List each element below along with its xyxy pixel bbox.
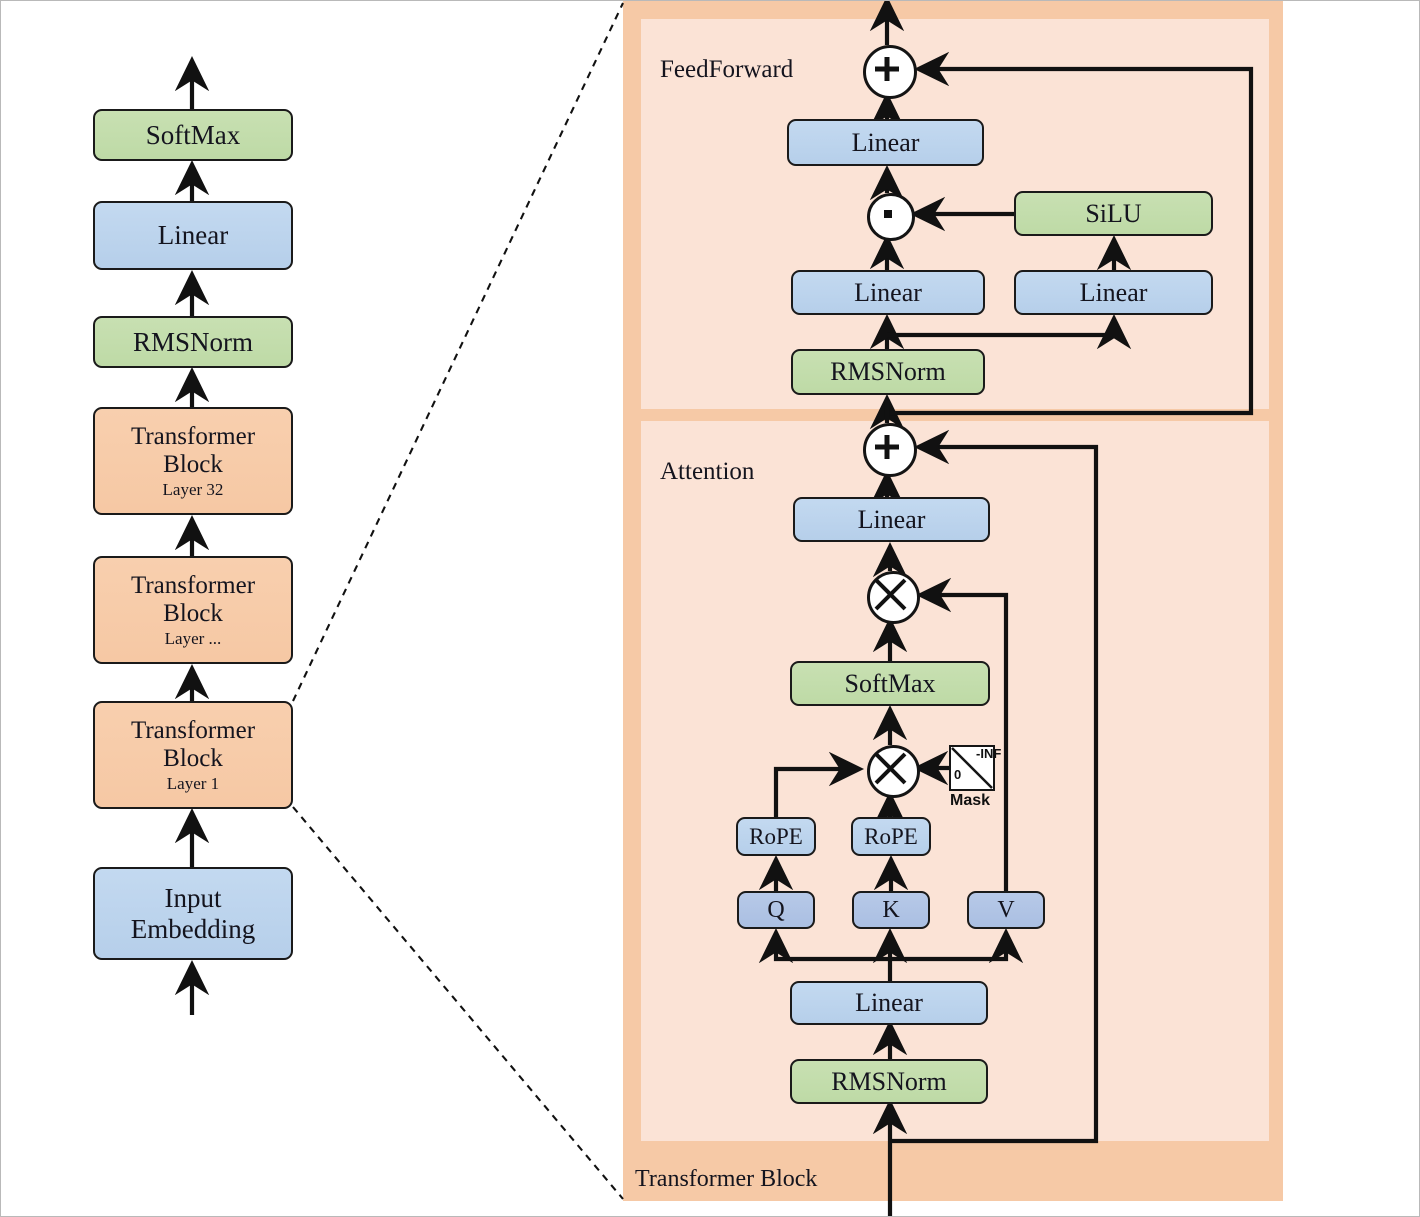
- node-label: SiLU: [1085, 198, 1142, 228]
- transformer-block-container-label: Transformer Block: [635, 1166, 818, 1192]
- stack-node-softmax: SoftMax: [93, 109, 293, 161]
- stack-node-block-1: Transformer Block Layer 1: [93, 701, 293, 809]
- stack-node-rmsnorm-final: RMSNorm: [93, 316, 293, 368]
- attn-rmsnorm: RMSNorm: [790, 1059, 988, 1104]
- node-label: Transformer Block: [130, 716, 256, 772]
- node-label: Q: [767, 896, 785, 923]
- proj-q: Q: [737, 891, 815, 929]
- proj-v: V: [967, 891, 1045, 929]
- ff-residual-add-node: [863, 45, 917, 99]
- attn-matmul-av-node: [867, 571, 920, 624]
- node-sublabel: Layer ...: [164, 628, 222, 648]
- mask-upper-value: -INF: [976, 746, 1002, 761]
- node-label: RoPE: [864, 823, 918, 849]
- feedforward-panel-label: FeedForward: [660, 56, 794, 83]
- node-label: RMSNorm: [831, 1066, 947, 1096]
- node-label: V: [997, 896, 1015, 923]
- proj-k: K: [852, 891, 930, 929]
- callout-line-bottom: [292, 806, 624, 1200]
- node-sublabel: Layer 32: [162, 479, 224, 499]
- attn-linear-qkv: Linear: [790, 981, 988, 1025]
- ff-linear-out: Linear: [787, 119, 984, 166]
- node-label: RMSNorm: [830, 357, 946, 387]
- node-label: SoftMax: [844, 668, 936, 698]
- node-label: Linear: [851, 127, 920, 157]
- node-label: RMSNorm: [132, 326, 254, 357]
- ff-silu: SiLU: [1014, 191, 1213, 236]
- stack-node-linear-head: Linear: [93, 201, 293, 270]
- rope-q: RoPE: [736, 817, 816, 856]
- mask-caption: Mask: [950, 792, 991, 809]
- attn-linear-out: Linear: [793, 497, 990, 542]
- ff-rmsnorm: RMSNorm: [791, 349, 985, 395]
- node-label: Input Embedding: [130, 883, 256, 944]
- attn-matmul-qk-node: [867, 745, 920, 798]
- node-label: Transformer Block: [130, 571, 256, 627]
- attn-residual-add-node: [863, 423, 917, 477]
- ff-linear-up: Linear: [1014, 270, 1213, 315]
- node-label: RoPE: [749, 823, 803, 849]
- node-label: K: [882, 896, 900, 923]
- rope-k: RoPE: [851, 817, 931, 856]
- stack-node-block-32: Transformer Block Layer 32: [93, 407, 293, 515]
- node-label: Linear: [857, 504, 926, 534]
- node-label: Transformer Block: [130, 422, 256, 478]
- ff-elementwise-multiply-node: [867, 193, 915, 241]
- stack-node-block-dots: Transformer Block Layer ...: [93, 556, 293, 664]
- ff-linear-gate: Linear: [791, 270, 985, 315]
- attention-panel-label: Attention: [660, 458, 755, 485]
- node-label: Linear: [157, 220, 229, 251]
- node-sublabel: Layer 1: [166, 773, 220, 793]
- node-label: Linear: [1079, 277, 1148, 307]
- stack-node-input-embedding: Input Embedding: [93, 867, 293, 960]
- node-label: Linear: [855, 988, 923, 1018]
- node-label: Linear: [854, 277, 922, 307]
- node-label: SoftMax: [145, 119, 241, 150]
- callout-line-top: [292, 2, 624, 702]
- mask-lower-value: 0: [954, 767, 962, 782]
- attn-softmax: SoftMax: [790, 661, 990, 706]
